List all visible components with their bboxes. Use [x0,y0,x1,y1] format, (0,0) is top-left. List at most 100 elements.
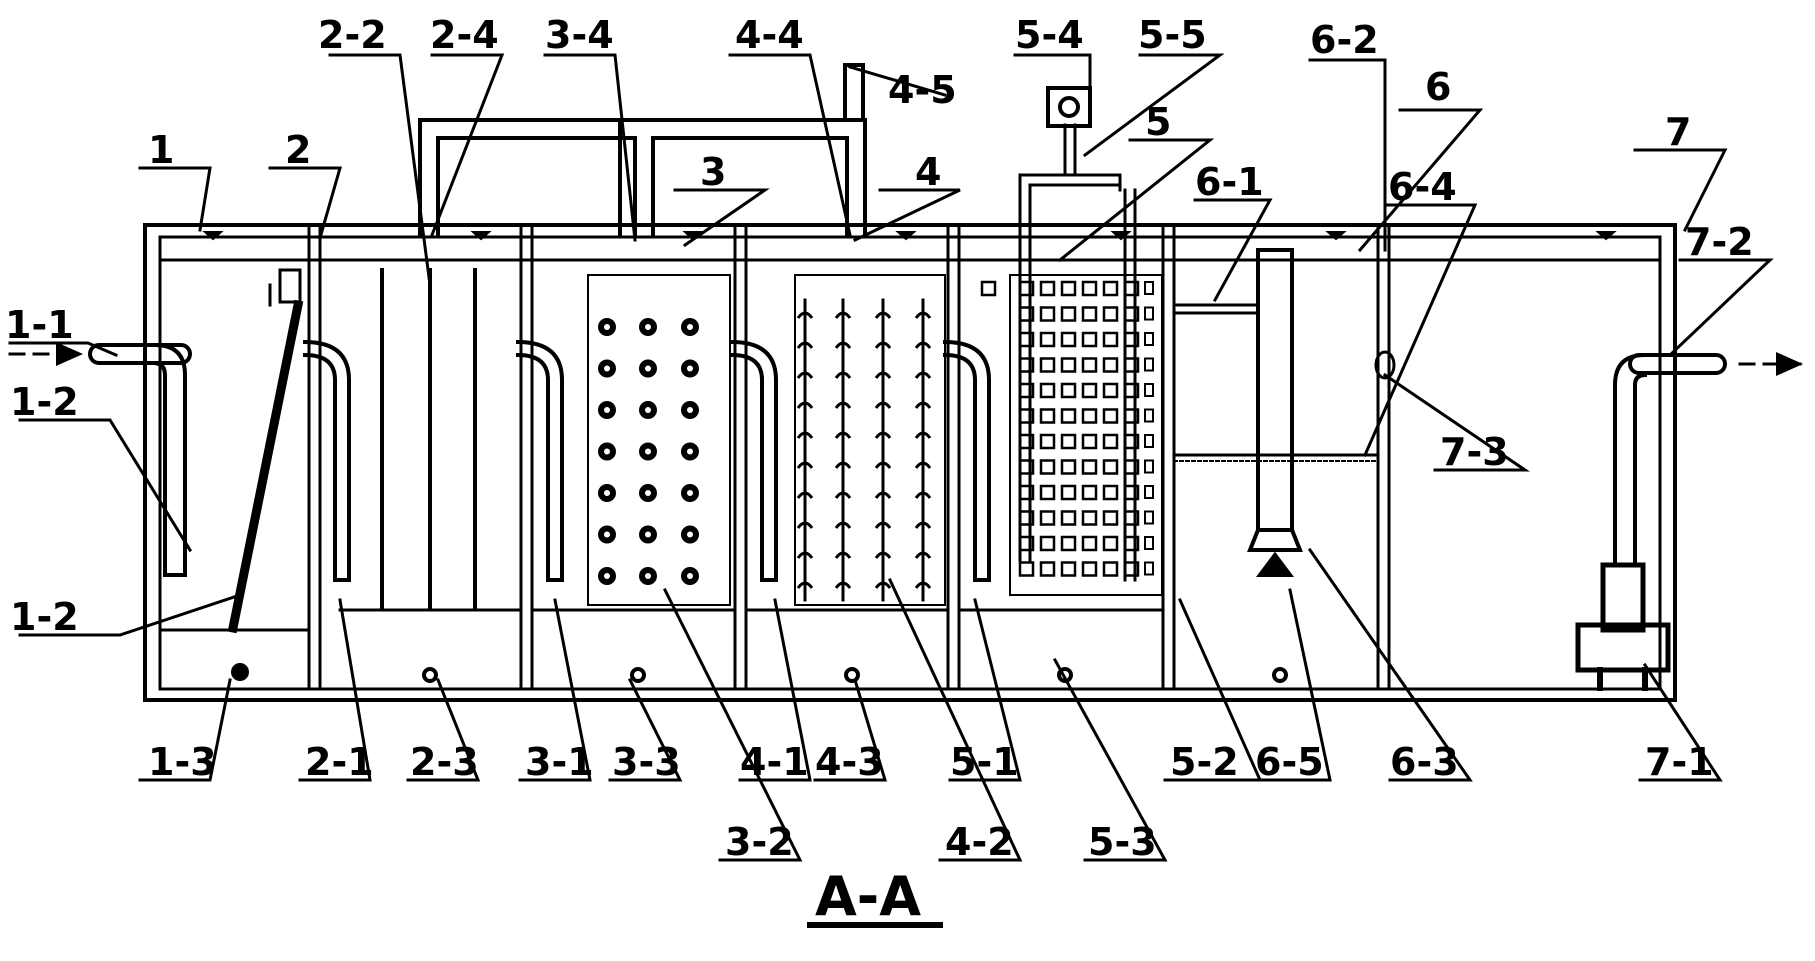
ball-media-core [645,365,651,372]
ball-media-core [604,365,610,372]
square-media [1018,510,1035,526]
square-media [1123,306,1140,322]
square-media [1102,510,1119,526]
section-title: A-A [815,865,921,928]
square-media-edge [1144,510,1154,525]
hanging-media-hook [834,581,852,589]
label-4: 4 [915,150,941,194]
hanging-media-hook [834,311,852,319]
hanging-media-hook [796,491,814,499]
hanging-media-hook [796,461,814,469]
label-5-2: 5-2 [1170,740,1239,784]
hanging-media-hook [914,311,932,319]
hanging-media-hook [796,581,814,589]
square-media [1018,408,1035,424]
square-media [1060,535,1077,552]
square-media [1123,510,1140,526]
hanging-media-hook [914,431,932,439]
hanging-media-hook [874,401,892,409]
label-3: 3 [700,150,726,194]
leader-lines [8,53,1774,928]
ball-media-core [604,531,610,538]
square-media [1102,408,1119,424]
label-5-1: 5-1 [950,740,1019,784]
square-media-edge [1144,408,1154,423]
hanging-media-hook [834,401,852,409]
aeration-header-pipe [418,63,867,237]
square-media-edge [1144,536,1154,550]
square-media [1060,408,1077,424]
hanging-media-hook [874,581,892,589]
square-media [1102,357,1119,373]
ball-media-core [645,531,651,538]
hanging-media-hook [914,401,932,409]
square-media [1123,357,1140,373]
ball-media-core [604,407,610,413]
square-media [1081,331,1098,348]
square-media-edge [1144,485,1154,499]
square-media [1123,459,1140,475]
label-1-2-screen: 1-2 [10,595,79,639]
hanging-media-hook [914,491,932,499]
square-media [1123,561,1140,577]
square-media [1081,433,1098,450]
label-7-3: 7-3 [1440,430,1509,474]
label-5-3: 5-3 [1088,820,1157,864]
square-media [1060,331,1077,348]
square-media [1018,484,1035,501]
hanging-media-hook [834,521,852,529]
hanging-media-hook [914,371,932,379]
square-media-group [980,280,1154,577]
label-6-4: 6-4 [1388,165,1457,209]
square-media [1039,459,1056,475]
label-7-1: 7-1 [1645,740,1714,784]
label-2-2: 2-2 [318,13,387,57]
label-6: 6 [1425,65,1451,109]
square-media [1060,561,1077,577]
square-media [1102,382,1119,399]
hanging-media-hook [874,371,892,379]
square-media [1123,331,1140,348]
square-media [1123,280,1140,297]
ball-media-core [687,324,693,330]
hanging-media-hook [874,431,892,439]
label-4-1: 4-1 [740,740,809,784]
label-6-3: 6-3 [1390,740,1459,784]
square-media [1060,306,1077,322]
hanging-media-hook [914,461,932,469]
square-media [1039,510,1056,526]
square-media [1102,535,1119,552]
square-media [1081,484,1098,501]
square-media [1123,535,1140,552]
hanging-media-hook [834,551,852,559]
label-6-5: 6-5 [1255,740,1324,784]
label-4-4: 4-4 [735,13,804,57]
square-media-edge [1144,281,1154,295]
hanging-media-group [796,311,932,589]
chamber-1-grit-inlet [8,268,304,681]
square-media [1081,280,1098,297]
square-media [1081,510,1098,526]
ball-media-core [604,573,610,579]
square-media [1123,484,1140,501]
square-media [1060,459,1077,475]
square-media [1039,331,1056,348]
hanging-media-hook [834,371,852,379]
ball-media-core [645,573,651,579]
square-media [1039,561,1056,577]
hanging-media-hook [796,551,814,559]
hanging-media-hook [834,491,852,499]
square-media [1060,357,1077,373]
square-media-edge [1144,459,1154,474]
hanging-media-hook [874,521,892,529]
square-media [1018,535,1035,552]
label-4-5: 4-5 [888,68,957,112]
hanging-media-hook [796,311,814,319]
label-5-4: 5-4 [1015,13,1084,57]
label-1-3: 1-3 [148,740,217,784]
hanging-media-hook [914,521,932,529]
square-media [1102,280,1119,297]
square-media [1018,382,1035,399]
square-media [1081,459,1098,475]
